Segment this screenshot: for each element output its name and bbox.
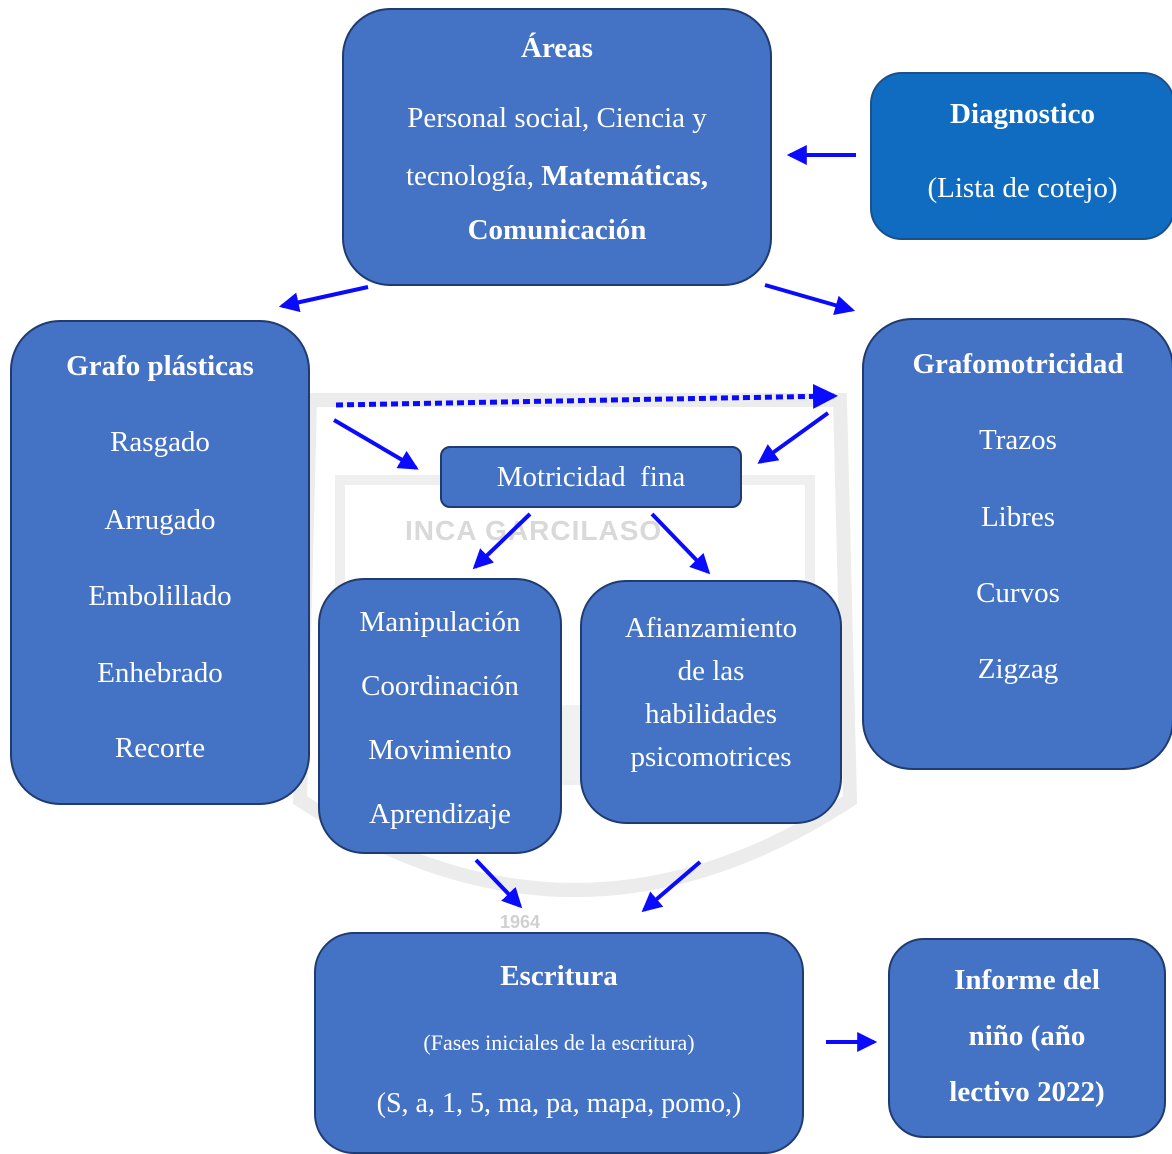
grafomotricidad-title: Grafomotricidad bbox=[912, 348, 1124, 380]
watermark-year: 1964 bbox=[500, 912, 541, 932]
grafomotricidad-item: Libres bbox=[980, 501, 1056, 533]
areas-box: Áreas Personal social, Ciencia y tecnolo… bbox=[342, 8, 772, 286]
afianzamiento-line: de las bbox=[677, 655, 745, 687]
grafoplasticas-item: Arrugado bbox=[104, 504, 216, 536]
areas-line1: Personal social, Ciencia y bbox=[407, 102, 707, 134]
arrow-grafoplasticas-to-motricidad bbox=[332, 418, 419, 470]
grafoplasticas-item: Recorte bbox=[114, 732, 206, 764]
areas-line2: tecnología, Matemáticas, bbox=[406, 160, 708, 192]
informe-box: Informe del niño (año lectivo 2022) bbox=[888, 938, 1166, 1138]
grafoplasticas-item: Embolillado bbox=[88, 580, 232, 612]
arrow-manipulacion-to-escritura bbox=[474, 858, 523, 909]
areas-title: Áreas bbox=[521, 32, 593, 64]
informe-line: lectivo 2022) bbox=[949, 1076, 1105, 1108]
diagnostico-subtitle: (Lista de cotejo) bbox=[927, 172, 1118, 204]
watermark-text: INCA GARCILASO bbox=[405, 515, 663, 546]
motricidad-label: Motricidad fina bbox=[496, 461, 686, 493]
arrow-grafomotricidad-to-motricidad bbox=[757, 411, 830, 464]
arrow-areas-to-grafomotricidad bbox=[764, 283, 856, 315]
informe-line: niño (año bbox=[968, 1020, 1086, 1052]
manipulacion-item: Aprendizaje bbox=[369, 798, 511, 830]
afianzamiento-line: habilidades bbox=[644, 698, 778, 730]
manipulacion-box: Manipulación Coordinación Movimiento Apr… bbox=[318, 578, 562, 854]
afianzamiento-box: Afianzamiento de las habilidades psicomo… bbox=[580, 580, 842, 824]
escritura-subtitle: (Fases iniciales de la escritura) bbox=[423, 1030, 695, 1055]
manipulacion-item: Movimiento bbox=[368, 734, 512, 766]
afianzamiento-line: psicomotrices bbox=[630, 741, 792, 773]
motricidad-box: Motricidad fina bbox=[440, 446, 742, 508]
manipulacion-item: Coordinación bbox=[361, 670, 519, 702]
grafoplasticas-box: Grafo plásticas Rasgado Arrugado Embolil… bbox=[10, 320, 310, 805]
grafoplasticas-item: Rasgado bbox=[110, 426, 210, 458]
diagnostico-box: Diagnostico (Lista de cotejo) bbox=[870, 72, 1172, 240]
arrow-areas-to-grafoplasticas bbox=[278, 285, 369, 313]
arrow-motricidad-to-manipulacion bbox=[472, 512, 532, 570]
informe-line: Informe del bbox=[954, 964, 1100, 996]
dotted-arrow-grafoplasticas-to-grafomotricidad bbox=[335, 383, 838, 409]
arrow-afianzamiento-to-escritura bbox=[641, 860, 702, 913]
areas-line3: Comunicación bbox=[467, 214, 647, 246]
grafomotricidad-item: Trazos bbox=[979, 424, 1057, 456]
grafomotricidad-item: Zigzag bbox=[977, 653, 1059, 685]
escritura-examples: (S, a, 1, 5, ma, pa, mapa, pomo,) bbox=[376, 1088, 742, 1119]
arrow-motricidad-to-afianzamiento bbox=[650, 512, 711, 575]
manipulacion-item: Manipulación bbox=[359, 606, 521, 638]
grafomotricidad-item: Curvos bbox=[976, 577, 1060, 609]
grafoplasticas-item: Enhebrado bbox=[97, 657, 223, 689]
grafoplasticas-title: Grafo plásticas bbox=[66, 350, 254, 382]
escritura-box: Escritura (Fases iniciales de la escritu… bbox=[314, 932, 804, 1154]
escritura-title: Escritura bbox=[500, 960, 618, 992]
afianzamiento-line: Afianzamiento bbox=[624, 612, 798, 644]
grafomotricidad-box: Grafomotricidad Trazos Libres Curvos Zig… bbox=[862, 318, 1172, 770]
diagnostico-title: Diagnostico bbox=[950, 98, 1095, 130]
